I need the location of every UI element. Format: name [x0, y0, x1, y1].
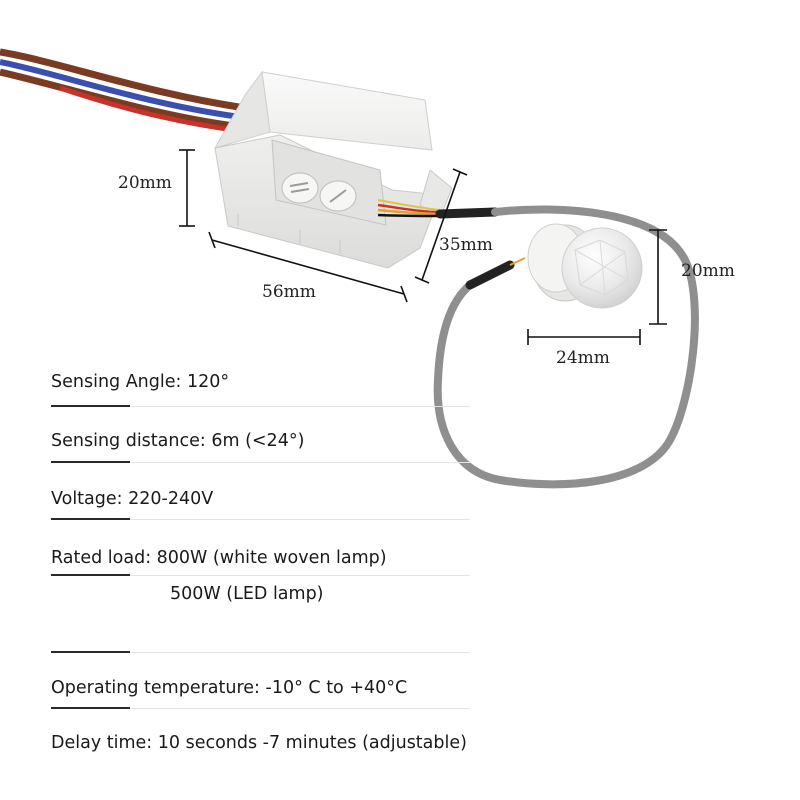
dimension-lines — [179, 149, 667, 345]
box-depth-label: 35mm — [439, 235, 493, 255]
spec-rated-load-led: 500W (LED lamp) — [170, 584, 324, 604]
divider — [130, 406, 470, 407]
pir-sensor-head — [527, 223, 643, 309]
divider — [51, 574, 130, 576]
sensor-height-label: 20mm — [681, 261, 735, 281]
divider — [51, 707, 130, 709]
box-length-label: 56mm — [262, 282, 316, 302]
divider — [51, 518, 130, 520]
divider — [130, 519, 470, 520]
sensor-width-label: 24mm — [556, 348, 610, 368]
spec-operating-temperature: Operating temperature: -10° C to +40°C — [51, 678, 408, 698]
divider — [130, 652, 470, 653]
box-height-label: 20mm — [118, 173, 172, 193]
divider — [51, 651, 130, 653]
sensor-cable — [433, 205, 699, 489]
divider — [130, 708, 470, 709]
spec-delay-time: Delay time: 10 seconds -7 minutes (adjus… — [51, 733, 467, 753]
spec-voltage: Voltage: 220-240V — [51, 489, 214, 509]
divider — [130, 575, 470, 576]
spec-sensing-distance: Sensing distance: 6m (<24°) — [51, 431, 305, 451]
connector-wires — [377, 199, 441, 218]
spec-sensing-angle: Sensing Angle: 120° — [51, 372, 230, 392]
divider — [51, 461, 130, 463]
adjustment-knobs — [281, 172, 357, 212]
controller-box — [213, 70, 453, 269]
divider — [130, 462, 470, 463]
divider — [51, 405, 130, 407]
spec-rated-load: Rated load: 800W (white woven lamp) — [51, 548, 387, 568]
power-wires — [0, 48, 251, 135]
